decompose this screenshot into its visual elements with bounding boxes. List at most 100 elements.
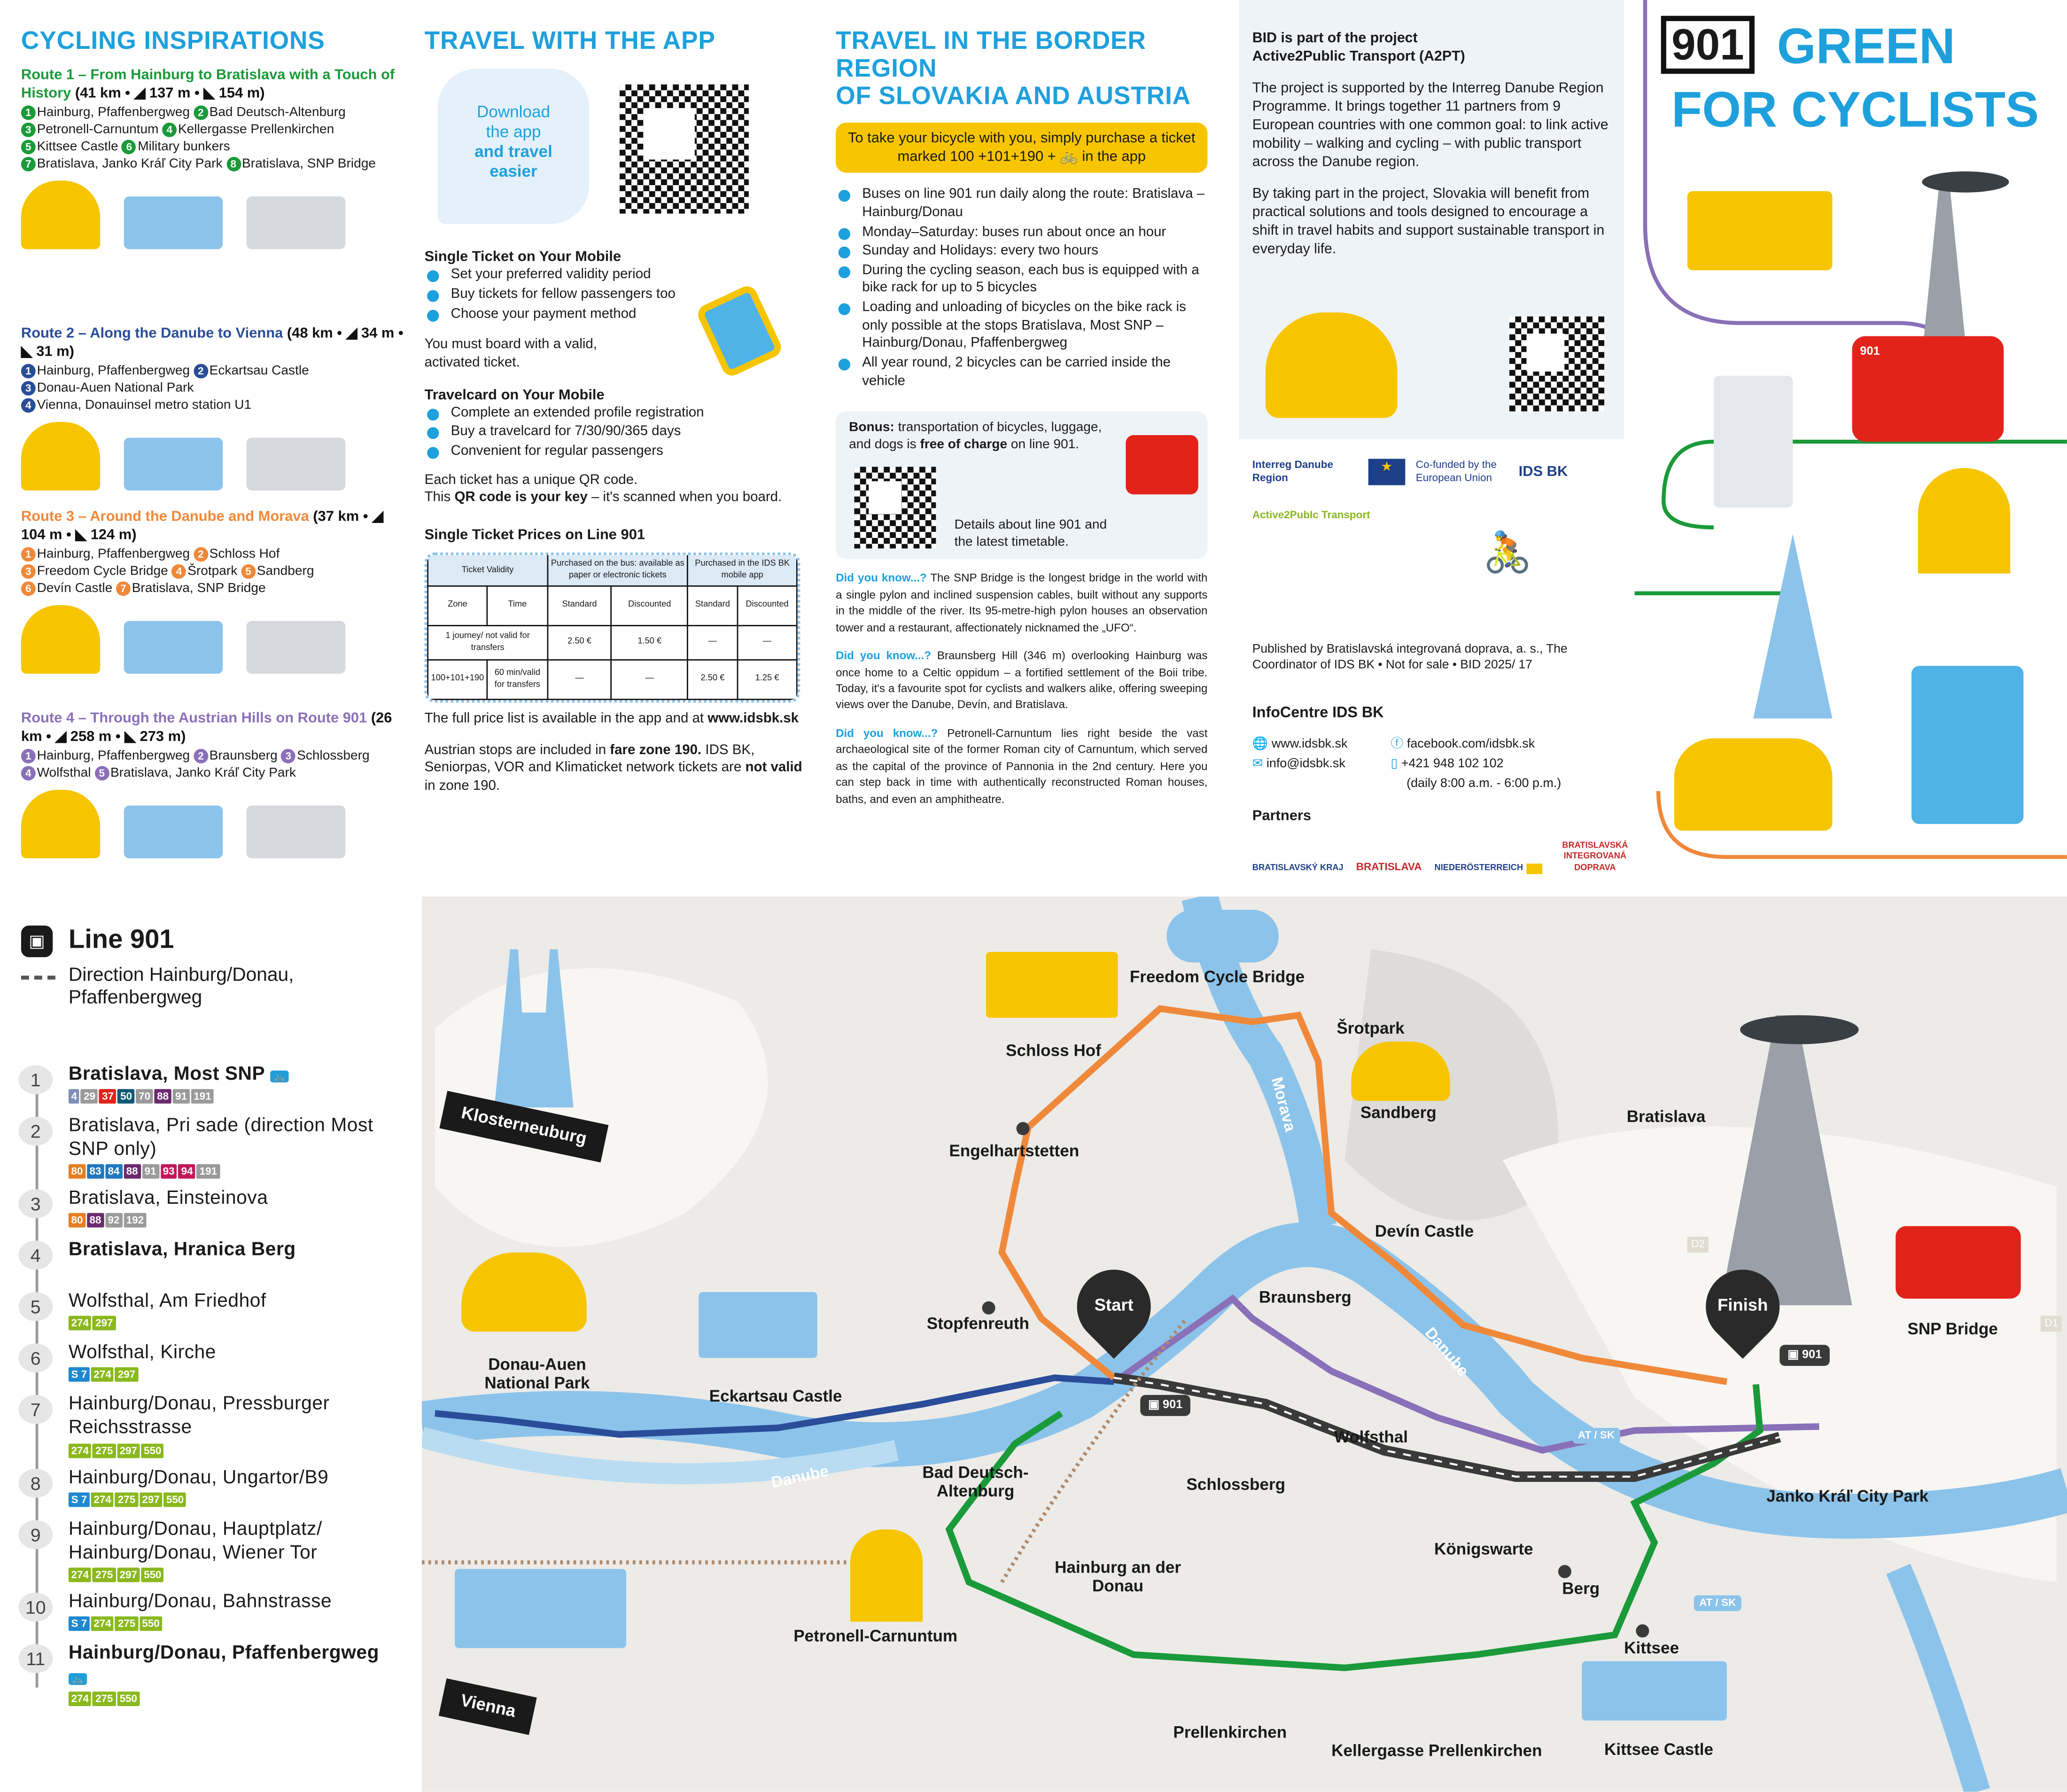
line-badge: 297 — [115, 1367, 138, 1382]
route-stop: Bratislava, SNP Bridge — [132, 581, 266, 596]
route-stop: Donau-Auen National Park — [37, 380, 194, 395]
line-badge: 92 — [105, 1213, 123, 1228]
place-label: Stopfenreuth — [926, 1314, 1029, 1333]
landmark-illustration — [124, 805, 223, 858]
route-stop: Hainburg, Pfaffenbergweg — [37, 748, 190, 763]
route-stop: Vienna, Donauinsel metro station U1 — [37, 397, 252, 413]
facebook-link[interactable]: facebook.com/idsbk.sk — [1406, 737, 1535, 752]
landmark-illustration — [246, 437, 346, 490]
route-illustrations — [21, 604, 404, 673]
project-qr-code[interactable] — [1509, 316, 1605, 412]
place-label: Wolfsthal — [1334, 1428, 1408, 1447]
place-label: Freedom Cycle Bridge — [1129, 967, 1305, 986]
stop-number-icon: 3 — [21, 122, 36, 137]
bike-rack-icon: 🚲 — [270, 1070, 289, 1083]
landmark-illustration — [21, 604, 101, 673]
line-badge: 93 — [160, 1164, 178, 1179]
list-item: Monday–Saturday: buses run about once an… — [836, 224, 1207, 242]
app-qr-code[interactable] — [619, 84, 749, 214]
place-label: Kellergasse Prellenkirchen — [1331, 1741, 1542, 1761]
publisher-note: Published by Bratislavská integrovaná do… — [1252, 640, 1568, 671]
stop-name: Hainburg/Donau, Hauptplatz/ Hainburg/Don… — [69, 1517, 398, 1565]
partner-logo: BRATISLAVA — [1356, 861, 1422, 873]
list-item: Loading and unloading of bicycles on the… — [836, 299, 1207, 353]
th-bus: Purchased on the bus: available as paper… — [547, 555, 689, 587]
route-stop: Devín Castle — [37, 581, 113, 596]
place-label: Eckartsau Castle — [709, 1387, 842, 1406]
cell: 100+101+190 — [427, 659, 488, 701]
stop-number-icon: 5 — [21, 139, 36, 154]
route-map[interactable]: Klosterneuburg Vienna Start Finish ▣ 901… — [421, 896, 2067, 1792]
stop-number-icon: 6 — [122, 139, 137, 154]
vienna-illustration — [455, 1569, 626, 1648]
landmark-illustration — [124, 437, 223, 490]
route-illustrations — [21, 421, 404, 490]
line-badge: 274 — [68, 1316, 92, 1331]
bus-illustration — [1896, 1226, 2021, 1299]
text: Hainburg/Donau, Bahnstrasse — [68, 1591, 332, 1613]
stop-number-icon: 7 — [21, 156, 36, 171]
stop-item[interactable]: 9 Hainburg/Donau, Hauptplatz/ Hainburg/D… — [0, 1517, 422, 1589]
donau-auen-illustration — [461, 1252, 587, 1332]
landmark-illustration — [21, 421, 101, 490]
stop-item[interactable]: 2 Bratislava, Pri sade (direction Most S… — [0, 1114, 422, 1187]
stop-item[interactable]: 4 Bratislava, Hranica Berg — [0, 1239, 422, 1290]
website-link[interactable]: www.idsbk.sk — [707, 710, 799, 727]
route-stop: Eckartsau Castle — [209, 363, 309, 378]
email-link[interactable]: info@idsbk.sk — [1266, 756, 1345, 771]
cell: 2.50 € — [547, 625, 612, 661]
line-badge: 274 — [68, 1691, 92, 1706]
bus-number: 901 — [1860, 344, 1880, 358]
route-illustrations — [21, 789, 404, 858]
route-stop: Kittsee Castle — [37, 139, 118, 154]
stop-number-icon: 3 — [21, 380, 36, 395]
route-title: Route 3 – Around the Danube and Morava (… — [21, 507, 404, 545]
route-stats: (26 km • ◢ 258 m • ◣ 273 m) — [21, 710, 392, 746]
landmark-illustration — [21, 789, 101, 858]
list-item: All year round, 2 bicycles can be carrie… — [836, 355, 1207, 391]
text: IDS BK, Seniorpas, VOR and Klimaticket n… — [424, 742, 755, 776]
route-stop: Bratislava, Janko Kráľ City Park — [37, 156, 223, 171]
stop-number-icon: 4 — [171, 563, 186, 578]
landmark-illustration — [21, 180, 101, 249]
stop-number: 4 — [18, 1241, 53, 1270]
did-you-know-label: Did you know...? — [836, 571, 927, 584]
border-badge: AT / SK — [1694, 1595, 1741, 1612]
single-ticket-list: Set your preferred validity period Buy t… — [425, 267, 809, 323]
list-item: Choose your payment method — [425, 305, 809, 323]
stop-item[interactable]: 7 Hainburg/Donau, Pressburger Reichsstra… — [0, 1393, 422, 1465]
text: QR code is your key — [454, 490, 588, 506]
freedom-bridge-illustration — [1166, 910, 1279, 963]
place-label: Kittsee — [1624, 1638, 1679, 1658]
place-label: Bratislava — [1626, 1107, 1706, 1126]
text: fare zone 190. — [610, 742, 702, 758]
place-label: Berg — [1562, 1579, 1600, 1598]
bike-ticket-banner: To take your bicycle with you, simply pu… — [836, 122, 1208, 173]
route-stop: Military bunkers — [138, 139, 230, 154]
cell: 1 journey/ not valid for transfers — [427, 625, 548, 661]
line-badge: 275 — [115, 1492, 138, 1507]
border-badge: AT / SK — [1572, 1428, 1620, 1444]
timetable-qr-code[interactable] — [854, 467, 936, 549]
phone-link[interactable]: +421 948 102 102 — [1401, 756, 1504, 771]
place-label: Hainburg an der Donau — [1055, 1558, 1181, 1596]
line-badge: 297 — [139, 1492, 163, 1507]
website-link[interactable]: www.idsbk.sk — [1271, 737, 1348, 752]
schloss-hof-illustration — [986, 952, 1118, 1018]
mail-icon: ✉ — [1252, 756, 1263, 771]
line-badge: 91 — [142, 1164, 159, 1179]
partner-logo: BRATISLAVSKÁ INTEGROVANÁ DOPRAVA — [1562, 841, 1628, 873]
line-badge: S 7 — [68, 1367, 90, 1382]
